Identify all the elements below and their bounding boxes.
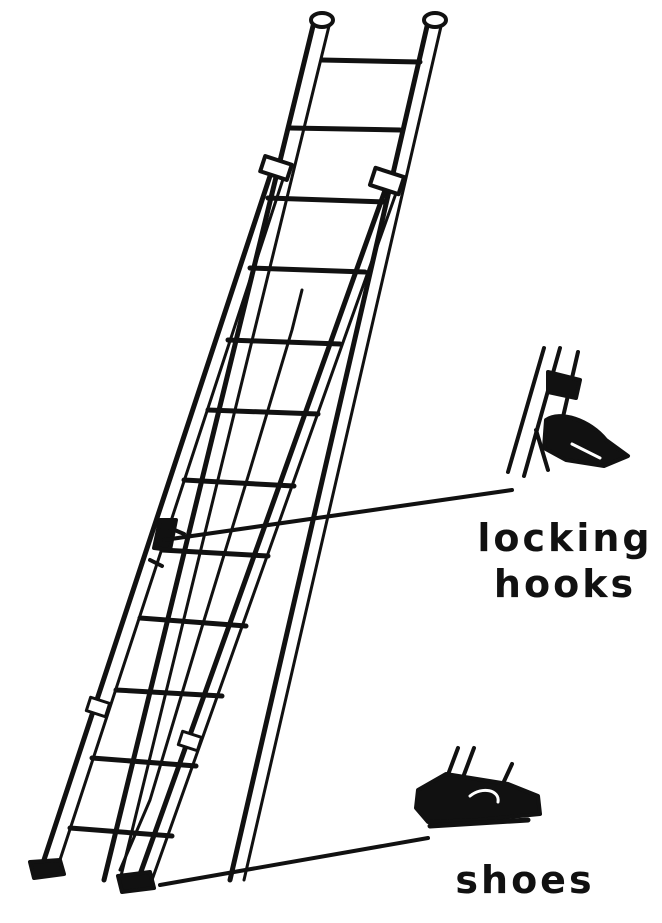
fly-right-rail-inner bbox=[244, 22, 442, 880]
fly-section bbox=[104, 13, 446, 880]
rung bbox=[290, 128, 400, 130]
ladder-shoes bbox=[30, 860, 154, 892]
base-left-rail bbox=[40, 170, 272, 872]
fly-left-rail-inner bbox=[120, 22, 330, 880]
rungs bbox=[70, 60, 420, 836]
fly-right-cap bbox=[424, 13, 446, 27]
left-shoe bbox=[30, 860, 64, 878]
fly-left-cap bbox=[311, 13, 333, 27]
shoes-leader-line bbox=[160, 838, 428, 885]
fly-right-rail bbox=[230, 22, 428, 880]
rung bbox=[250, 268, 365, 272]
guide-bracket-left bbox=[260, 156, 292, 180]
shoes-label: shoes bbox=[430, 858, 620, 902]
right-shoe bbox=[118, 872, 154, 892]
locking-hooks-leader-line bbox=[164, 490, 512, 540]
locking-hooks-label-line1: locking bbox=[470, 516, 660, 560]
shoe-detail-icon bbox=[416, 748, 540, 826]
rung bbox=[208, 410, 318, 414]
fly-left-rail bbox=[104, 22, 314, 880]
rung bbox=[322, 60, 420, 62]
guide-bracket-right bbox=[370, 168, 404, 194]
guide-bracket-right-low bbox=[178, 731, 201, 750]
rung bbox=[228, 340, 340, 344]
base-section bbox=[40, 156, 404, 880]
locking-hooks-label-line2: hooks bbox=[470, 562, 660, 606]
halyard-rope bbox=[120, 290, 302, 870]
locking-hook-detail-icon bbox=[508, 348, 628, 476]
